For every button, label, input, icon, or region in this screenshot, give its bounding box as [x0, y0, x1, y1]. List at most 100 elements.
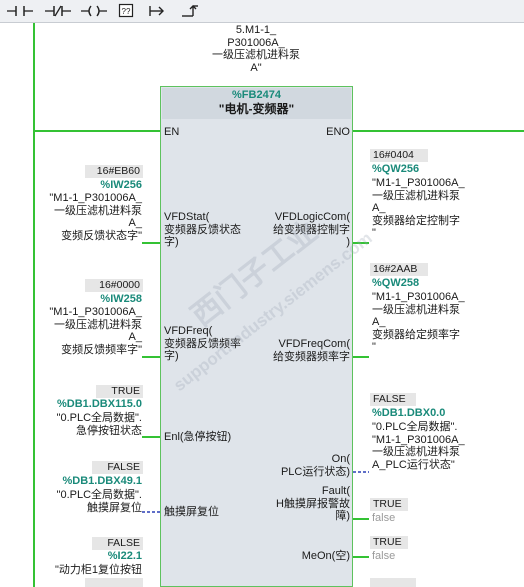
network-title-line: P301006A_: [227, 36, 285, 49]
enl-address: %DB1.DBX115.0: [57, 398, 142, 410]
reset-button-monitor-value: FALSE: [92, 537, 143, 550]
tag-line: A_: [372, 316, 386, 328]
network-title: 5.M1-1_ P301006A_ 一级压滤机进料泵 A": [196, 24, 316, 74]
empty-box-button[interactable]: ??: [116, 2, 136, 19]
pin-enl[interactable]: Enl(急停按钮): [164, 431, 232, 443]
pin-on[interactable]: On( PLC运行状态): [256, 453, 350, 478]
tag-line: "0.PLC全局数据".: [372, 421, 458, 433]
tag-line: A_: [128, 217, 142, 229]
close-branch-button[interactable]: [180, 2, 200, 19]
tag-line: 变频反馈状态字": [61, 229, 142, 242]
vfdstat-tag[interactable]: "M1-1_P301006A_ 一级压滤机进料泵 A_ 变频反馈状态字": [30, 192, 142, 242]
pin-meon[interactable]: MeOn(空): [301, 550, 350, 562]
next-monitor-value: [85, 578, 143, 587]
pin-vfdstat[interactable]: VFDStat( 变频器反馈状态 字): [164, 211, 241, 249]
on-tag[interactable]: "0.PLC全局数据". "M1-1_P301006A_ 一级压滤机进料泵 A_…: [372, 421, 465, 471]
function-block-motor-vfd[interactable]: [160, 86, 353, 587]
vfdlogiccom-wire: [353, 242, 369, 244]
tag-line: 一级压滤机进料泵: [54, 318, 142, 331]
next-monitor-value: [370, 578, 416, 587]
ladder-toolbar: ??: [0, 0, 524, 23]
enl-wire: [142, 436, 160, 438]
function-block-header: [162, 88, 351, 119]
pin-vfdlogiccom[interactable]: VFDLogicCom( 给变频器控制字 ): [256, 211, 350, 249]
tag-line: "M1-1_P301006A_: [372, 177, 465, 189]
on-address: %DB1.DBX0.0: [372, 407, 446, 419]
enl-monitor-value: TRUE: [96, 385, 143, 398]
pin-label-line: VFDStat(: [164, 211, 210, 223]
meon-monitor-value: TRUE: [370, 536, 408, 549]
pin-touch-reset[interactable]: 触摸屏复位: [164, 506, 219, 518]
fault-monitor-value: TRUE: [370, 498, 408, 511]
nc-contact-button[interactable]: [44, 2, 72, 19]
vfdstat-wire: [142, 242, 160, 244]
tag-line: "0.PLC全局数据".: [56, 412, 142, 424]
pin-label-line: PLC运行状态): [280, 465, 350, 478]
pin-label-line: 字): [164, 350, 179, 362]
pin-eno[interactable]: ENO: [326, 126, 350, 138]
pin-label-line: VFDFreqCom(: [278, 338, 350, 350]
tag-line: "M1-1_P301006A_: [372, 433, 465, 446]
network-title-line: A": [250, 61, 262, 74]
coil-button[interactable]: [80, 2, 108, 19]
pin-label-line: VFDFreq(: [164, 325, 213, 337]
touch-reset-monitor-value: FALSE: [92, 461, 143, 474]
vfdfreqcom-monitor-value: 16#2AAB: [370, 263, 428, 276]
tag-line: 变频反馈频率字": [61, 343, 142, 356]
open-branch-icon: [149, 5, 164, 16]
tag-line: 急停按钮状态: [76, 424, 142, 437]
on-monitor-value: FALSE: [370, 393, 416, 406]
network-title-line: 一级压滤机进料泵: [212, 49, 300, 61]
tag-line: A_PLC运行状态": [372, 458, 455, 471]
pin-label-line: 字): [164, 236, 179, 248]
touch-reset-address: %DB1.DBX49.1: [62, 475, 142, 487]
vfdfreq-wire: [142, 356, 160, 358]
fault-tag[interactable]: false: [372, 512, 396, 524]
vfdlogiccom-monitor-value: 16#0404: [370, 149, 428, 162]
touch-reset-dashed-wire: [142, 511, 160, 513]
tag-line: ": [372, 227, 376, 239]
pin-fault[interactable]: Fault( H触摸屏报警故 障): [256, 485, 350, 523]
tag-line: 一级压滤机进料泵: [372, 303, 460, 316]
vfdfreq-address: %IW258: [100, 293, 142, 305]
meon-tag[interactable]: false: [372, 550, 396, 562]
en-connection-line: [35, 130, 160, 132]
pin-label-line: ): [346, 236, 350, 248]
pin-label-line: 变频器反馈频率: [164, 337, 241, 350]
pin-vfdfreq[interactable]: VFDFreq( 变频器反馈频率 字): [164, 325, 241, 363]
on-dashed-wire: [353, 471, 369, 473]
vfdfreq-monitor-value: 16#0000: [85, 279, 143, 292]
tag-line: 一级压滤机进料泵: [54, 204, 142, 217]
tag-line: ": [372, 341, 376, 353]
pin-label-line: On(: [331, 453, 350, 465]
pin-label-line: 障): [335, 510, 350, 522]
pin-en[interactable]: EN: [164, 126, 180, 138]
tag-line: "0.PLC全局数据".: [56, 489, 142, 501]
vfdstat-monitor-value: 16#EB60: [85, 165, 143, 178]
tag-line: 变频器给定频率字: [372, 328, 460, 341]
block-name: "电机-变频器": [218, 102, 295, 116]
pin-vfdfreqcom[interactable]: VFDFreqCom( 给变频器频率字: [256, 338, 350, 363]
tag-line: "M1-1_P301006A_: [49, 306, 142, 318]
touch-reset-tag[interactable]: "0.PLC全局数据". 触摸屏复位: [30, 489, 142, 514]
tag-line: "M1-1_P301006A_: [49, 192, 142, 204]
vfdlogiccom-address: %QW256: [372, 163, 420, 175]
vfdfreq-tag[interactable]: "M1-1_P301006A_ 一级压滤机进料泵 A_ 变频反馈频率字": [30, 306, 142, 356]
empty-box-icon: ??: [118, 3, 134, 18]
no-contact-button[interactable]: [6, 2, 34, 19]
vfdfreqcom-tag[interactable]: "M1-1_P301006A_ 一级压滤机进料泵 A_ 变频器给定频率字 ": [372, 291, 465, 354]
eno-connection-line: [353, 130, 524, 132]
reset-button-tag[interactable]: "动力柜1复位按钮: [30, 564, 142, 577]
tag-line: 变频器给定控制字: [372, 214, 460, 227]
vfdlogiccom-tag[interactable]: "M1-1_P301006A_ 一级压滤机进料泵 A_ 变频器给定控制字 ": [372, 177, 465, 240]
vfdstat-address: %IW256: [100, 179, 142, 191]
tag-line: 一级压滤机进料泵: [372, 189, 460, 202]
pin-label-line: 给变频器频率字: [273, 350, 350, 363]
pin-label-line: 变频器反馈状态: [164, 223, 241, 236]
nc-contact-icon: [45, 5, 71, 16]
svg-text:??: ??: [122, 7, 131, 16]
open-branch-button[interactable]: [148, 2, 168, 19]
enl-tag[interactable]: "0.PLC全局数据". 急停按钮状态: [30, 412, 142, 437]
network-title-line: 5.M1-1_: [235, 24, 277, 36]
tag-line: 一级压滤机进料泵: [372, 446, 460, 458]
